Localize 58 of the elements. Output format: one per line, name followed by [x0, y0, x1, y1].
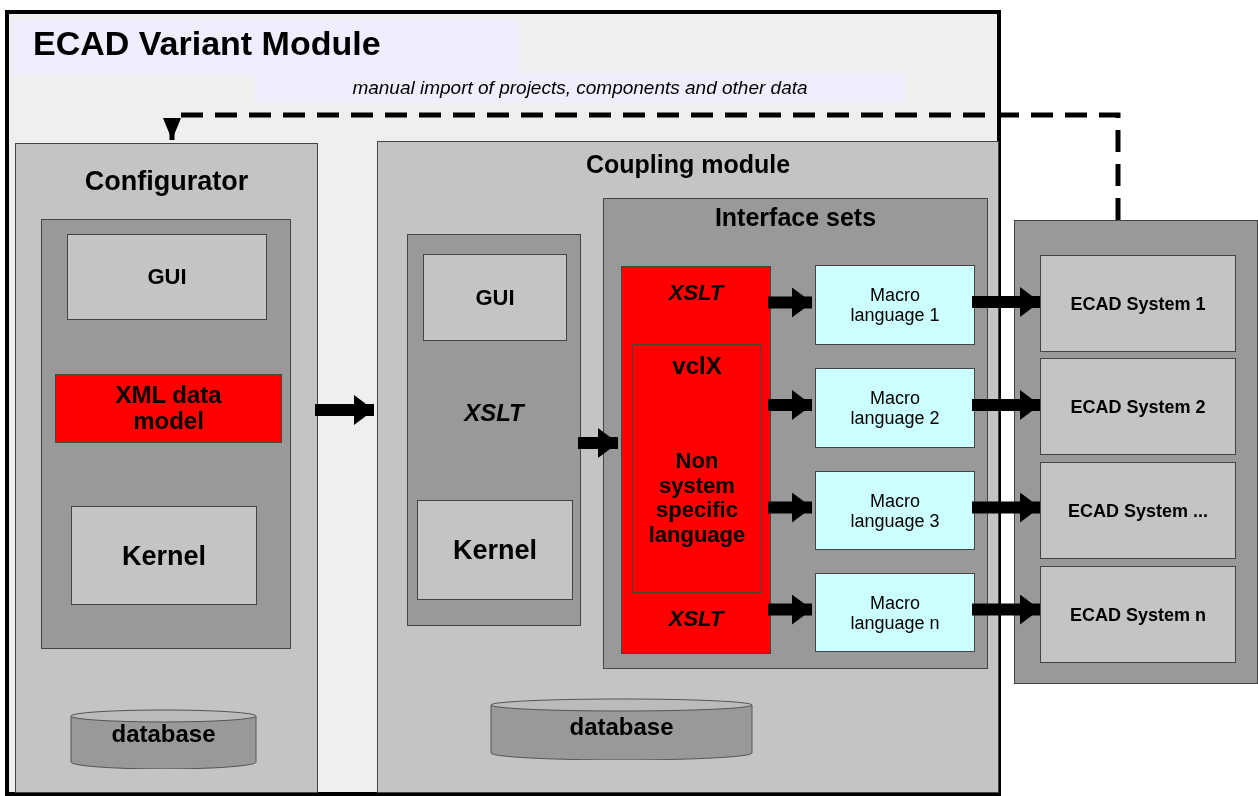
box-label: ECAD System 2 [1069, 396, 1207, 417]
box-label: GUI [146, 264, 188, 290]
component-panel [71, 506, 257, 605]
dashed-arrow [163, 112, 1121, 220]
macro-box [815, 265, 975, 345]
component-panel [417, 500, 573, 600]
box-label: database [568, 714, 675, 741]
box-label: ECAD System n [1068, 604, 1207, 625]
block-arrow [768, 287, 812, 318]
block-arrow [768, 390, 812, 420]
block-arrow [768, 594, 812, 625]
box-label: XSLT [667, 607, 726, 632]
box-label: Kernel [120, 540, 207, 571]
block-arrow [578, 428, 618, 458]
language-block [632, 344, 762, 593]
component-panel [1040, 358, 1236, 455]
box-label: XML data model [114, 381, 223, 436]
box-label: ECAD System 1 [1069, 293, 1207, 314]
language-block [55, 374, 282, 443]
box-label: Macro language 3 [849, 490, 941, 531]
box-label: GUI [474, 285, 516, 310]
component-panel [1040, 255, 1236, 352]
box-label: Macro language 2 [849, 387, 941, 429]
component-panel [423, 254, 567, 341]
block-arrow [972, 390, 1040, 420]
block-arrow [972, 287, 1040, 317]
language-block [621, 266, 771, 654]
macro-box [815, 573, 975, 652]
component-panel [1040, 462, 1236, 559]
component-panel [67, 234, 267, 320]
block-arrow [972, 492, 1040, 523]
module-frame [5, 10, 1001, 796]
panel-heading: ECAD Variant Module [13, 20, 518, 75]
box-label: XSLT [667, 281, 726, 306]
group-panel [407, 234, 581, 626]
panel-heading: Interface sets [713, 203, 878, 231]
edge-label: manual import of projects, components and other data [255, 73, 905, 103]
box-label: Kernel [451, 534, 538, 566]
box-label: Macro language n [849, 592, 941, 633]
block-arrow [972, 594, 1040, 625]
box-label: database [110, 721, 217, 748]
box-label: Non system specific language [647, 449, 747, 548]
box-label: Macro language 1 [849, 284, 941, 326]
panel-heading: Coupling module [584, 150, 792, 178]
panel-heading: vclX [671, 353, 723, 380]
box-label: XSLT [462, 400, 527, 427]
component-panel [15, 143, 318, 793]
component-panel [1040, 566, 1236, 663]
group-panel [603, 198, 988, 669]
block-arrow [315, 395, 374, 425]
component-panel [377, 141, 999, 793]
macro-box [815, 471, 975, 550]
block-arrow [768, 492, 812, 523]
macro-box [815, 368, 975, 448]
group-panel [1014, 220, 1258, 684]
group-panel [41, 219, 291, 649]
box-label: ECAD System ... [1066, 500, 1209, 521]
panel-heading: Configurator [83, 166, 250, 197]
